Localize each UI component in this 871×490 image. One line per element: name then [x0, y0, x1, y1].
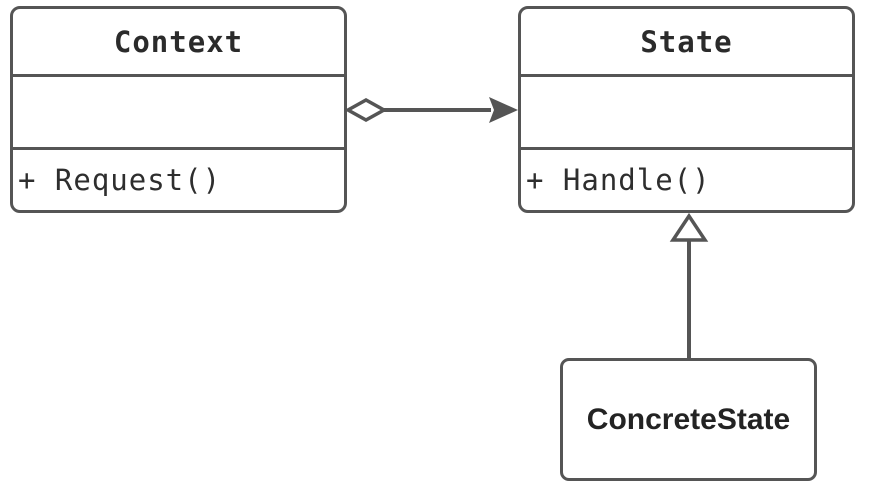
class-method-context: + Request() [18, 163, 222, 197]
class-box-concretestate: ConcreteState [560, 358, 817, 481]
class-method-state: + Handle() [526, 163, 711, 197]
inheritance-hollow-triangle-icon [669, 212, 709, 242]
class-attributes-state [521, 77, 852, 150]
class-title-state: State [521, 9, 852, 77]
aggregation-connector [344, 97, 518, 123]
aggregation-hollow-diamond-icon [344, 97, 388, 123]
class-title-context: Context [13, 9, 344, 77]
arrowhead-icon [489, 97, 518, 123]
class-title-concretestate: ConcreteState [586, 402, 791, 436]
class-box-context: Context + Request() [10, 6, 347, 213]
class-attributes-context [13, 77, 344, 150]
class-box-state: State + Handle() [518, 6, 855, 213]
inheritance-connector [669, 212, 709, 358]
